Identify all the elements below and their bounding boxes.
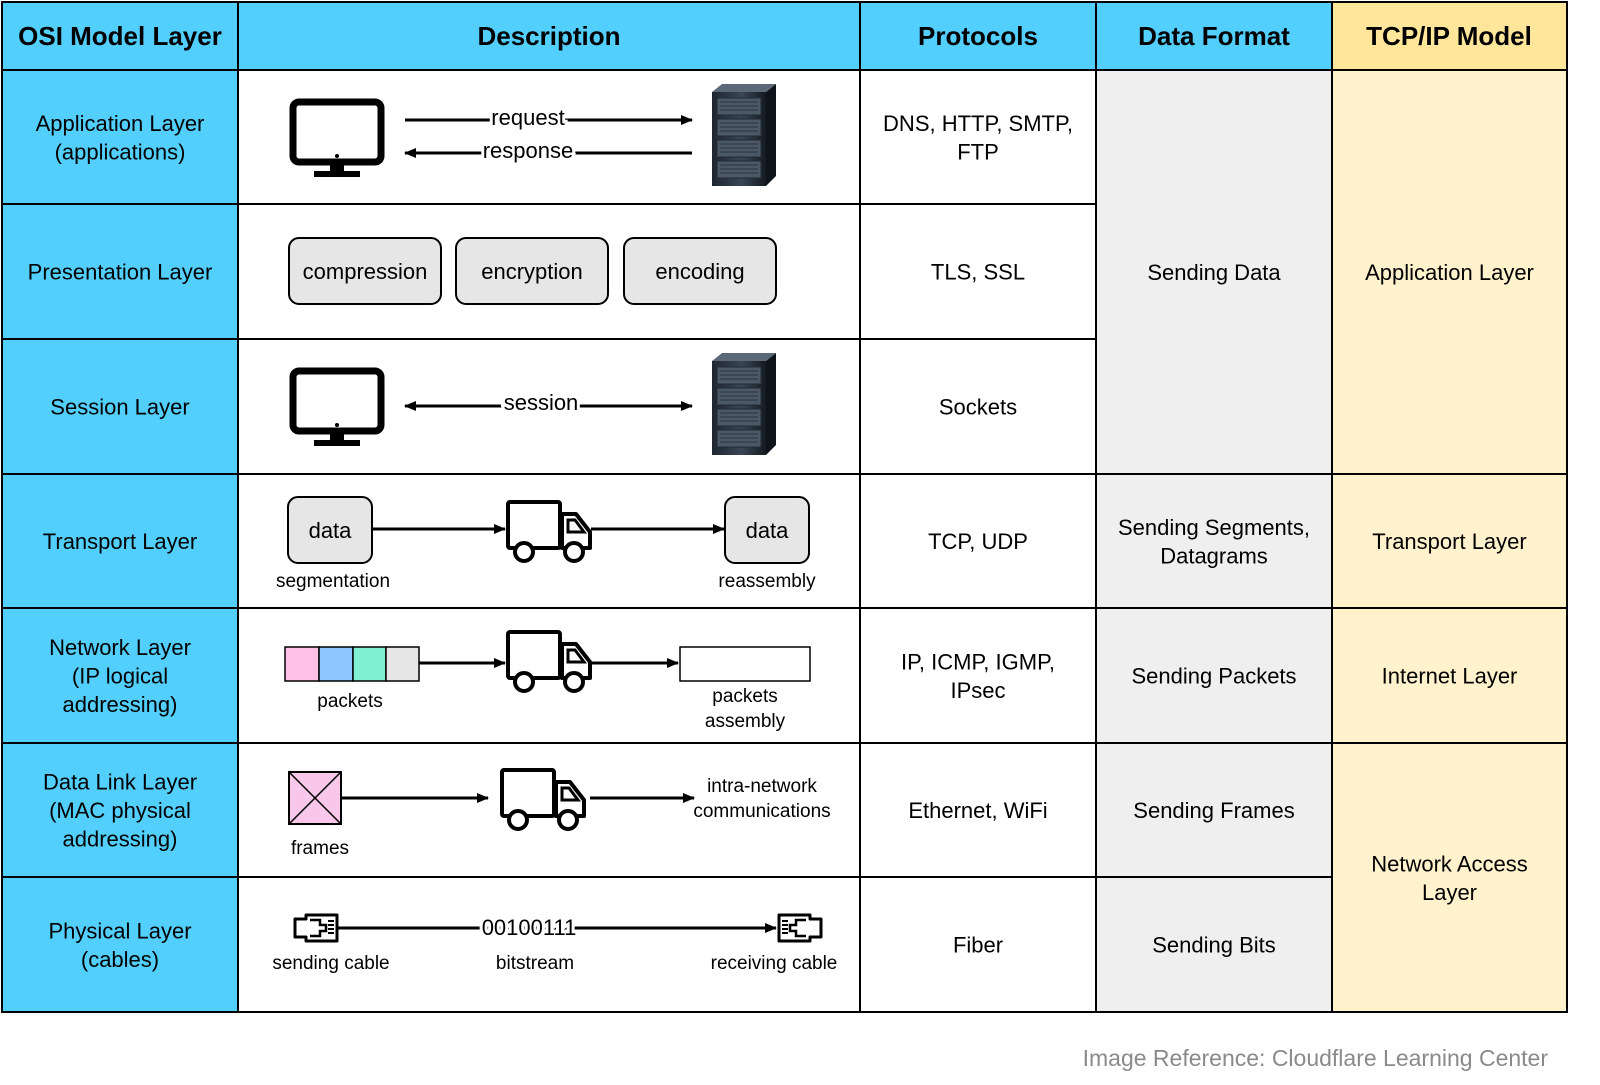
layer-name: Session Layer [50, 395, 189, 420]
frames-label: frames [291, 838, 349, 859]
header-data-format: Data Format [1138, 21, 1290, 51]
protocol-list: IPsec [950, 678, 1005, 703]
packets-label: packets [317, 691, 382, 712]
tcpip-layer-label: Transport Layer [1372, 529, 1526, 554]
header-description: Description [477, 21, 620, 51]
ethernet-port-icon [777, 913, 823, 943]
data-format-label: Sending Frames [1133, 798, 1294, 823]
protocol-list: Fiber [953, 933, 1003, 958]
session-illustration: session [293, 352, 777, 456]
tcpip-layer-label: Layer [1422, 880, 1477, 905]
data-label-destination: data [746, 518, 790, 543]
cell-backgrounds [2, 2, 1567, 1012]
bitstream-value: 00100111 [482, 915, 577, 940]
layer-name: (IP logical [72, 664, 168, 689]
layer-name: Application Layer [36, 111, 205, 136]
header-protocols: Protocols [918, 21, 1038, 51]
protocol-list: TCP, UDP [928, 529, 1028, 554]
protocol-list: Sockets [939, 395, 1017, 420]
bitstream-label: bitstream [496, 953, 574, 974]
transport-illustration: data data segmentation reassembly [276, 496, 816, 592]
intra-network-label: intra-network [707, 776, 817, 797]
ethernet-port-icon [293, 913, 339, 943]
physical-illustration: 00100111 sending cable bitstream receivi… [272, 912, 838, 974]
protocol-list: FTP [957, 139, 999, 164]
session-label: session [504, 390, 579, 415]
protocol-list: DNS, HTTP, SMTP, [883, 111, 1073, 136]
packet-segment [352, 646, 387, 682]
layer-name: addressing) [63, 692, 178, 717]
header-row [2, 2, 1332, 70]
tcpip-layer-label: Network Access [1371, 851, 1528, 876]
layer-name: (applications) [55, 139, 186, 164]
packets-assembly-label: assembly [705, 711, 786, 732]
layer-name: (cables) [81, 947, 159, 972]
layer-name: Transport Layer [43, 529, 197, 554]
table-grid [1, 1, 1568, 1013]
encryption-box [455, 237, 609, 305]
receiving-cable-label: receiving cable [711, 953, 838, 974]
compression-box [288, 237, 442, 305]
presentation-illustration: compression encryption encoding [288, 237, 777, 305]
data-box-destination [724, 496, 810, 564]
request-label: request [491, 105, 564, 130]
intra-network-label: communications [693, 801, 830, 822]
tcpip-layer-label: Application Layer [1365, 260, 1534, 285]
server-icon [711, 83, 777, 187]
data-label-source: data [309, 518, 353, 543]
image-reference: Image Reference: Cloudflare Learning Cen… [1082, 1045, 1548, 1071]
server-icon [711, 352, 777, 456]
header-tcpip-cell [1332, 2, 1567, 70]
data-format-label: Sending Data [1147, 260, 1281, 285]
encoding-box [623, 237, 777, 305]
compression-label: compression [303, 259, 428, 284]
encryption-label: encryption [481, 259, 583, 284]
data-format-label: Sending Segments, [1118, 515, 1310, 540]
protocol-list: IP, ICMP, IGMP, [901, 649, 1055, 674]
layer-name: (MAC physical [49, 798, 191, 823]
data-format-column [1096, 70, 1332, 1012]
protocol-list: Ethernet, WiFi [908, 798, 1047, 823]
header-tcpip-model: TCP/IP Model [1366, 21, 1532, 51]
packets-assembly-label: packets [712, 686, 777, 707]
tcpip-column [1332, 70, 1567, 1012]
reassembly-label: reassembly [718, 571, 816, 592]
layer-name-column [2, 70, 238, 1012]
packet-segment [284, 646, 320, 682]
layer-name: addressing) [63, 827, 178, 852]
layer-name: Physical Layer [48, 918, 191, 943]
protocol-list: TLS, SSL [931, 260, 1025, 285]
network-illustration: packets packets assembly [284, 630, 811, 732]
assembled-packet [679, 646, 811, 682]
tcpip-layer-label: Internet Layer [1382, 664, 1518, 689]
segmentation-label: segmentation [276, 571, 390, 592]
layer-name: Presentation Layer [28, 260, 213, 285]
data-format-label: Sending Packets [1131, 664, 1296, 689]
data-format-label: Datagrams [1160, 543, 1268, 568]
description-protocol-columns [238, 70, 1096, 1012]
header-osi-layer: OSI Model Layer [18, 21, 222, 51]
response-label: response [483, 138, 574, 163]
sending-cable-label: sending cable [272, 953, 389, 974]
data-format-label: Sending Bits [1152, 933, 1276, 958]
application-illustration: request response [293, 83, 777, 187]
packet-segment [318, 646, 354, 682]
layer-name: Data Link Layer [43, 770, 197, 795]
encoding-label: encoding [655, 259, 744, 284]
packet-segment [385, 646, 420, 682]
datalink-illustration: frames intra-network communications [288, 768, 831, 859]
layer-name: Network Layer [49, 635, 191, 660]
